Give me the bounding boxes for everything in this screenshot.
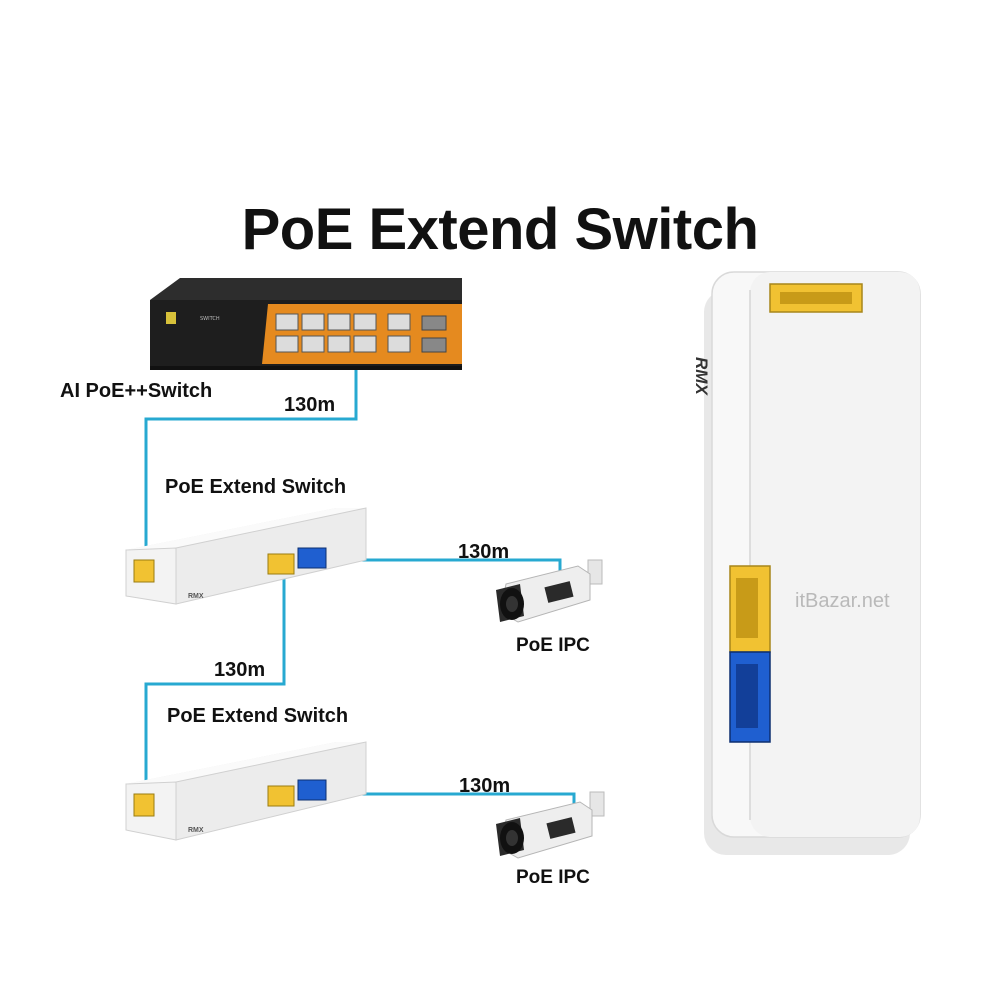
cables xyxy=(144,368,576,808)
cable-ext2-to-ipc2 xyxy=(330,792,576,808)
cable-length-ext1-ipc1: 130m xyxy=(458,541,510,563)
extend-switch-1-label: PoE Extend Switch xyxy=(165,476,347,498)
extend-switch-1: RMX xyxy=(125,507,367,605)
ext1-brand: RMX xyxy=(188,593,204,600)
ai-switch-label: AI PoE++Switch xyxy=(60,380,213,402)
cable-switch-to-ext1 xyxy=(144,368,358,562)
ipc-2-label: PoE IPC xyxy=(516,867,590,888)
large-extend-device xyxy=(704,271,921,855)
ext2-brand: RMX xyxy=(188,827,204,834)
ipc-1-label: PoE IPC xyxy=(516,635,590,656)
cable-length-ext2-ipc2: 130m xyxy=(459,775,511,797)
cable-ext1-to-ipc1 xyxy=(328,558,562,578)
cable-length-ext1-ext2: 130m xyxy=(214,659,266,681)
cable-ext1-to-ext2 xyxy=(144,575,286,796)
extend-switch-2: RMX xyxy=(125,741,367,841)
svg-text:SWITCH: SWITCH xyxy=(200,316,220,322)
camera-1 xyxy=(496,559,603,623)
extend-switch-2-label: PoE Extend Switch xyxy=(167,705,349,727)
ai-poe-switch: SWITCH xyxy=(150,278,462,370)
watermark: itBazar.net xyxy=(795,590,890,612)
cable-length-switch-ext1: 130m xyxy=(284,394,336,416)
page-title: PoE Extend Switch xyxy=(241,197,759,262)
camera-2 xyxy=(496,791,605,859)
device-brand-logo: RMX xyxy=(692,357,711,395)
